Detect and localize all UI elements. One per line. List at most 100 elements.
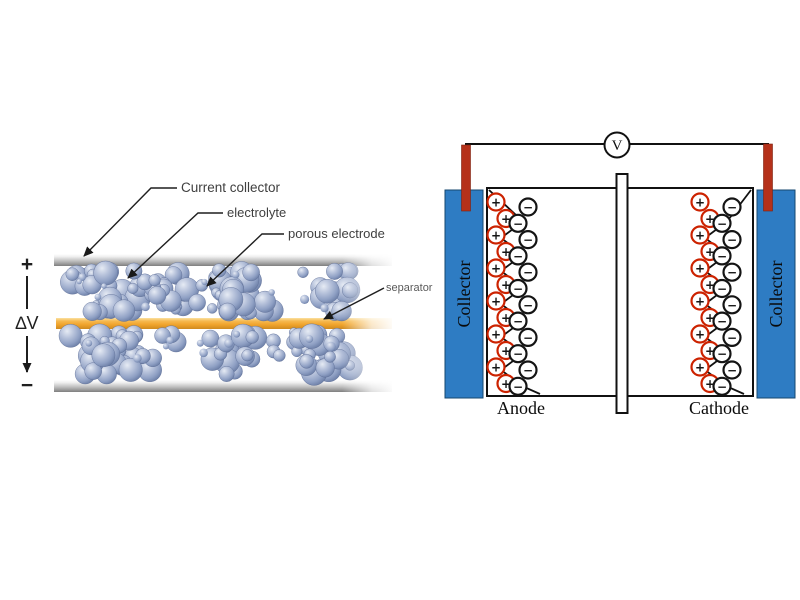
negative-charge-symbol: − — [727, 233, 737, 247]
negative-charge-icon — [712, 311, 732, 331]
electrode-particle — [76, 278, 82, 285]
negative-charge-icon — [722, 262, 742, 282]
positive-charge-icon — [486, 192, 506, 212]
positive-charge-symbol: + — [501, 212, 511, 226]
positive-charge-symbol: + — [501, 278, 511, 292]
negative-charge-symbol: − — [727, 331, 737, 345]
negative-charge-symbol: − — [717, 249, 727, 263]
electrode-particle — [218, 366, 235, 382]
positive-charge-symbol: + — [501, 245, 511, 259]
separator-divider — [615, 173, 629, 414]
negative-charge-icon — [508, 311, 528, 331]
positive-charge-symbol: + — [695, 262, 705, 276]
positive-charge-symbol: + — [705, 377, 715, 391]
separator-arrow — [323, 287, 385, 320]
positive-charge-symbol: + — [695, 295, 705, 309]
negative-charge-icon — [722, 327, 742, 347]
electrode-particle — [245, 330, 259, 344]
positive-charge-symbol: + — [705, 311, 715, 325]
negative-charge-icon — [508, 278, 528, 299]
electrode-particle — [326, 341, 336, 352]
electrode-particle — [324, 350, 336, 363]
electrode-particle — [147, 286, 167, 305]
porous-electrode-particles-top — [60, 260, 361, 322]
collector-left-bar — [444, 189, 484, 399]
positive-charge-symbol: + — [695, 328, 705, 342]
electrode-particle — [166, 336, 174, 344]
electrode-particle — [58, 323, 83, 348]
electrode-particle — [299, 354, 314, 369]
negative-charge-symbol: − — [513, 249, 523, 263]
negative-charge-icon — [722, 230, 742, 250]
electrode-particle — [305, 335, 314, 343]
negative-charge-symbol: − — [717, 282, 727, 296]
voltmeter-label: V — [612, 138, 623, 154]
positive-charge-symbol: + — [491, 196, 501, 210]
electrode-particle — [101, 283, 107, 289]
electrode-particle — [219, 302, 237, 320]
negative-charge-icon — [712, 376, 732, 396]
terminal-left — [461, 144, 471, 212]
electrode-particle — [212, 263, 227, 278]
negative-charge-symbol: − — [717, 217, 727, 231]
negative-charge-icon — [518, 327, 538, 347]
current-collector-arrow — [83, 187, 177, 257]
electrode-particle — [320, 304, 329, 313]
electrode-particle — [233, 330, 241, 338]
negative-charge-icon — [722, 295, 742, 315]
collector-left-label: Collector — [454, 261, 474, 328]
electrode-particle — [133, 354, 142, 363]
voltmeter-icon — [603, 131, 631, 159]
cross-section-figure: Current collector electrolyte porous ele… — [15, 180, 433, 398]
positive-charge-symbol: + — [491, 361, 501, 375]
anode-double-layer: ++++++++++++−−−−−−−−−−−− — [486, 189, 541, 396]
negative-charge-symbol: − — [727, 201, 737, 215]
positive-charge-symbol: + — [501, 311, 511, 325]
negative-charge-icon — [518, 230, 538, 250]
electrode-particle — [241, 349, 254, 362]
porous-electrode-particles-bottom — [58, 323, 363, 386]
electrode-particle — [84, 362, 102, 380]
separator-bar — [56, 318, 392, 329]
electrode-particle — [65, 267, 80, 281]
electrode-particle — [326, 262, 343, 280]
negative-charge-symbol: − — [513, 315, 523, 329]
negative-charge-symbol: − — [717, 347, 727, 361]
positive-charge-icon — [690, 258, 710, 278]
electrode-particle — [91, 343, 116, 368]
negative-charge-symbol: − — [513, 347, 523, 361]
negative-charge-symbol: − — [727, 364, 737, 378]
positive-charge-icon — [486, 225, 506, 245]
cathode-double-layer: ++++++++++++−−−−−−−−−−−− — [690, 189, 752, 396]
positive-charge-icon — [486, 291, 506, 311]
current-collector-label: Current collector — [181, 180, 281, 195]
electrode-particle — [162, 343, 169, 350]
negative-charge-symbol: − — [727, 266, 737, 280]
electrode-particle — [188, 293, 206, 312]
positive-charge-symbol: + — [491, 328, 501, 342]
negative-charge-symbol: − — [523, 233, 533, 247]
positive-charge-symbol: + — [695, 229, 705, 243]
electrode-particle — [232, 271, 240, 279]
electrode-particle — [201, 329, 220, 348]
electrode-particle — [118, 357, 143, 382]
positive-charge-icon — [690, 192, 710, 212]
negative-charge-symbol: − — [513, 282, 523, 296]
positive-charge-symbol: + — [705, 278, 715, 292]
negative-charge-icon — [508, 213, 528, 233]
negative-charge-icon — [722, 360, 742, 380]
electrolyte-label: electrolyte — [227, 205, 286, 220]
electrode-particle — [112, 299, 135, 322]
schematic-cell-figure: ++++++++++++−−−−−−−−−−−− ++++++++++++−−−… — [444, 131, 796, 418]
electrode-particle — [273, 349, 286, 362]
negative-charge-icon — [518, 262, 538, 282]
separator-label: separator — [386, 282, 433, 294]
electrode-particle — [297, 266, 309, 278]
negative-charge-symbol: − — [523, 364, 533, 378]
electrode-particle — [141, 302, 150, 312]
negative-charge-icon — [712, 344, 732, 364]
negative-charge-symbol: − — [523, 298, 533, 312]
negative-charge-symbol: − — [523, 201, 533, 215]
